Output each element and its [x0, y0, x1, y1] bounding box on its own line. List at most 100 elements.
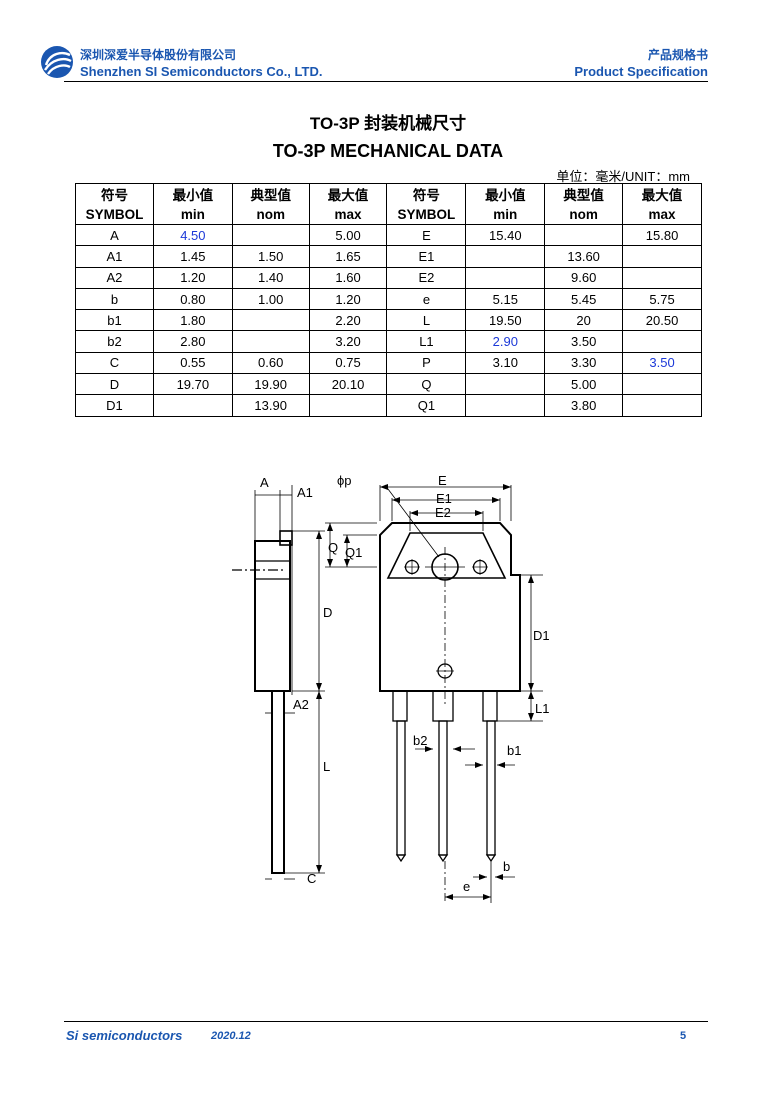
label-D1: D1 — [533, 628, 550, 643]
value-cell — [231, 309, 310, 332]
value-cell: 3.80 — [544, 394, 624, 417]
symbol-cell: b1 — [75, 309, 154, 332]
symbol-cell: A1 — [75, 245, 154, 268]
footer-date: 2020.12 — [211, 1030, 251, 1042]
column-header-en: SYMBOL — [75, 204, 154, 225]
value-cell: 2.80 — [152, 330, 233, 353]
column-header-en: nom — [544, 204, 624, 225]
value-cell: 3.10 — [465, 351, 546, 375]
symbol-cell: E — [386, 223, 467, 247]
page-title-en: TO-3P MECHANICAL DATA — [272, 141, 504, 161]
page-title-cn: TO-3P 封装机械尺寸 — [309, 114, 467, 133]
value-cell: 1.00 — [231, 287, 310, 311]
value-cell: 0.55 — [152, 351, 233, 375]
column-header-cn: 符号 — [386, 183, 467, 204]
symbol-cell: D1 — [75, 394, 154, 417]
symbol-cell: A2 — [75, 266, 154, 289]
header-divider — [64, 81, 708, 82]
value-cell: 1.80 — [152, 309, 233, 332]
label-A1: A1 — [297, 485, 313, 500]
symbol-cell: L — [386, 309, 467, 332]
label-A: A — [260, 475, 269, 490]
column-header-cn: 最大值 — [622, 183, 702, 204]
value-cell — [622, 330, 702, 353]
page-number: 5 — [680, 1030, 687, 1042]
symbol-cell: e — [386, 287, 467, 311]
mechanical-drawing: A A1 D A2 L C — [232, 473, 550, 903]
symbol-cell: A — [75, 223, 154, 247]
value-cell: 2.20 — [308, 309, 388, 332]
column-header-cn: 典型值 — [544, 183, 624, 204]
doc-type-en: Product Specification — [574, 64, 708, 79]
value-cell — [465, 266, 546, 289]
symbol-cell: Q — [386, 373, 467, 396]
unit-label: 单位：毫米/UNIT：mm — [556, 169, 690, 184]
value-cell — [231, 223, 310, 247]
value-cell — [622, 245, 702, 268]
column-header-cn: 最小值 — [152, 183, 233, 204]
value-cell: 0.80 — [152, 287, 233, 311]
symbol-cell: b — [75, 287, 154, 311]
value-cell: 19.70 — [152, 373, 233, 396]
label-Q: Q — [328, 540, 338, 555]
value-cell: 3.20 — [308, 330, 388, 353]
symbol-cell: E1 — [386, 245, 467, 268]
value-cell: 5.15 — [465, 287, 546, 311]
value-cell — [465, 245, 546, 268]
label-P: ϕp — [337, 473, 352, 488]
label-L: L — [323, 759, 330, 774]
symbol-cell: L1 — [386, 330, 467, 353]
value-cell: 20.50 — [622, 309, 702, 332]
column-header-en: SYMBOL — [386, 204, 467, 225]
value-cell: 15.40 — [465, 223, 546, 247]
value-cell: 5.75 — [622, 287, 702, 311]
value-cell — [308, 394, 388, 417]
value-cell: 1.60 — [308, 266, 388, 289]
label-Q1: Q1 — [345, 545, 362, 560]
column-header-en: max — [622, 204, 702, 225]
symbol-cell: Q1 — [386, 394, 467, 417]
value-cell: 20.10 — [308, 373, 388, 396]
value-cell — [231, 330, 310, 353]
label-b: b — [503, 859, 510, 874]
value-cell: 3.50 — [544, 330, 624, 353]
value-cell: 19.90 — [231, 373, 310, 396]
value-cell: 5.00 — [308, 223, 388, 247]
value-cell: 1.20 — [308, 287, 388, 311]
front-view — [325, 484, 543, 903]
label-E1: E1 — [436, 491, 452, 506]
value-cell: 13.60 — [544, 245, 624, 268]
value-cell — [622, 266, 702, 289]
value-cell: 4.50 — [152, 223, 233, 247]
value-cell: 1.40 — [231, 266, 310, 289]
value-cell: 9.60 — [544, 266, 624, 289]
symbol-cell: b2 — [75, 330, 154, 353]
label-e: e — [463, 879, 470, 894]
symbol-cell: C — [75, 351, 154, 375]
value-cell: 1.50 — [231, 245, 310, 268]
company-logo-icon — [41, 46, 73, 78]
value-cell — [622, 394, 702, 417]
value-cell: 1.20 — [152, 266, 233, 289]
column-header-cn: 最小值 — [465, 183, 546, 204]
column-header-cn: 符号 — [75, 183, 154, 204]
company-name-en: Shenzhen SI Semiconductors Co., LTD. — [80, 64, 323, 79]
column-header-cn: 最大值 — [308, 183, 388, 204]
side-view — [232, 485, 325, 880]
symbol-cell: D — [75, 373, 154, 396]
value-cell: 3.30 — [544, 351, 624, 375]
column-header-en: min — [152, 204, 233, 225]
label-E: E — [438, 473, 447, 488]
value-cell: 15.80 — [622, 223, 702, 247]
column-header-en: max — [308, 204, 388, 225]
value-cell: 5.45 — [544, 287, 624, 311]
value-cell — [465, 373, 546, 396]
value-cell: 0.60 — [231, 351, 310, 375]
value-cell: 3.50 — [622, 351, 702, 375]
